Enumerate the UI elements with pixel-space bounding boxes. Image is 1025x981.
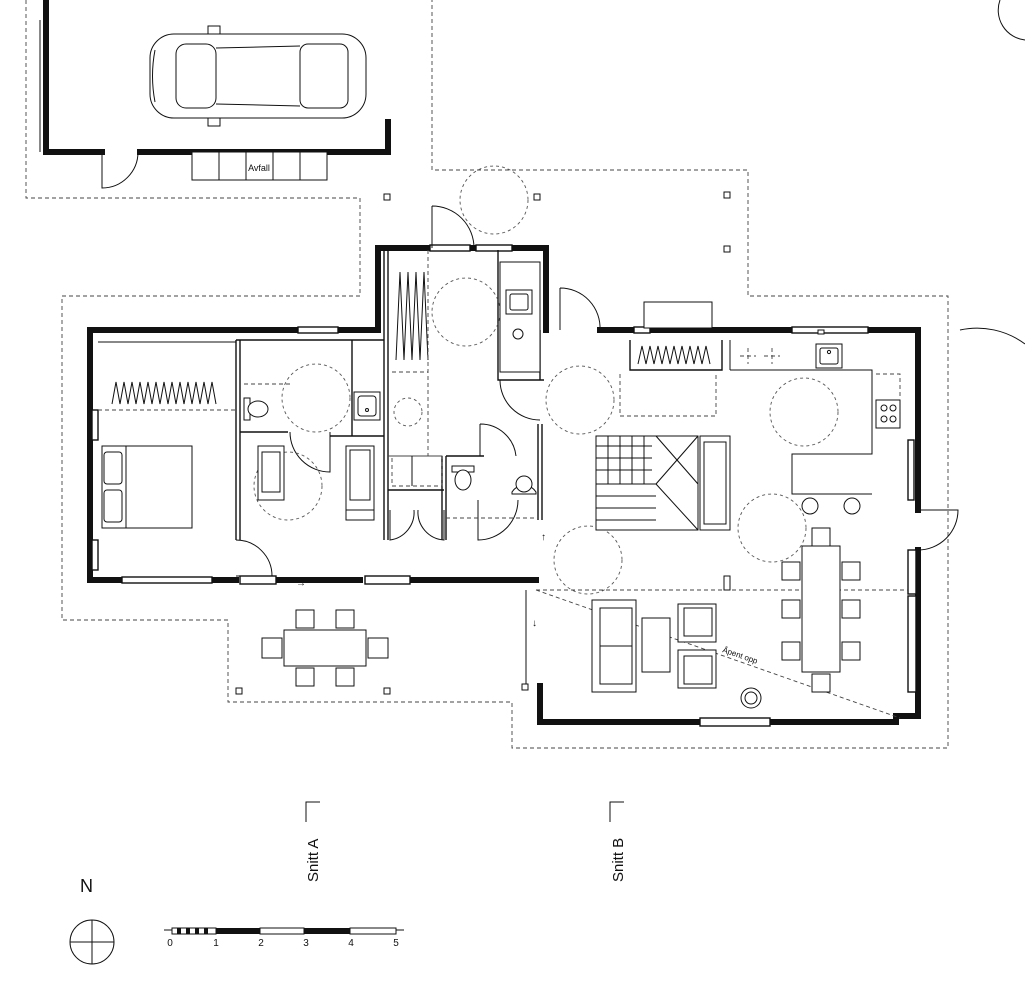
- scale-tick-2: 2: [258, 938, 264, 949]
- svg-text:→: →: [296, 578, 306, 589]
- guest-wc: [446, 465, 537, 519]
- entry-arrows: → ↑ ↓: [296, 532, 546, 684]
- north-label: N: [80, 876, 93, 896]
- cooktop-icon: [740, 348, 780, 364]
- kitchen: [619, 301, 901, 515]
- scale-tick-3: 3: [303, 938, 309, 949]
- chair-icon: [677, 603, 717, 689]
- scale-bar: 0 1 2 3 4 5: [164, 927, 404, 949]
- site-boundary: [25, 0, 949, 749]
- dining-table-outdoor: [261, 609, 389, 687]
- wardrobe-hangers: [111, 381, 217, 405]
- equipment-room: [257, 445, 375, 521]
- toilet-icon: [243, 397, 269, 421]
- waste-bins: Avfall: [191, 151, 328, 181]
- scale-tick-4: 4: [348, 938, 354, 949]
- section-marker-a: Snitt A: [305, 801, 322, 882]
- posts: [235, 191, 731, 695]
- sink-icon: [815, 343, 843, 369]
- bathroom-west: [243, 339, 384, 421]
- entrance-wardrobe: [388, 250, 443, 487]
- interior-walls: [235, 250, 723, 540]
- stove-icon: [875, 399, 901, 429]
- north-arrow-icon: N: [69, 876, 115, 965]
- section-b-label: Snitt B: [610, 838, 627, 882]
- svg-text:↓: ↓: [532, 618, 537, 629]
- scale-tick-0: 0: [167, 938, 173, 949]
- carport: Avfall: [39, 0, 391, 189]
- scale-tick-5: 5: [393, 938, 399, 949]
- exterior-walls: [87, 245, 921, 725]
- waste-label: Avfall: [248, 163, 270, 173]
- dining-table-indoor: [781, 527, 861, 693]
- section-a-label: Snitt A: [305, 839, 322, 882]
- section-marker-b: Snitt B: [609, 801, 627, 882]
- svg-text:↑: ↑: [541, 532, 546, 543]
- car-icon: [149, 25, 367, 127]
- sofa-icon: [591, 599, 637, 693]
- utility-counter: [499, 261, 541, 373]
- scale-tick-1: 1: [213, 938, 219, 949]
- door-swing-icon: [235, 0, 1025, 577]
- windows: [91, 244, 917, 727]
- bed-icon: [101, 445, 193, 529]
- toilet-icon: [451, 465, 475, 491]
- turning-circles: [253, 165, 839, 595]
- open-to-above-label: Åpent opp: [721, 645, 759, 666]
- stair-icon: [595, 435, 731, 531]
- sink-icon: [511, 475, 537, 495]
- living-room: Åpent opp: [535, 575, 908, 719]
- sink-icon: [353, 391, 381, 421]
- bedroom: [98, 341, 236, 529]
